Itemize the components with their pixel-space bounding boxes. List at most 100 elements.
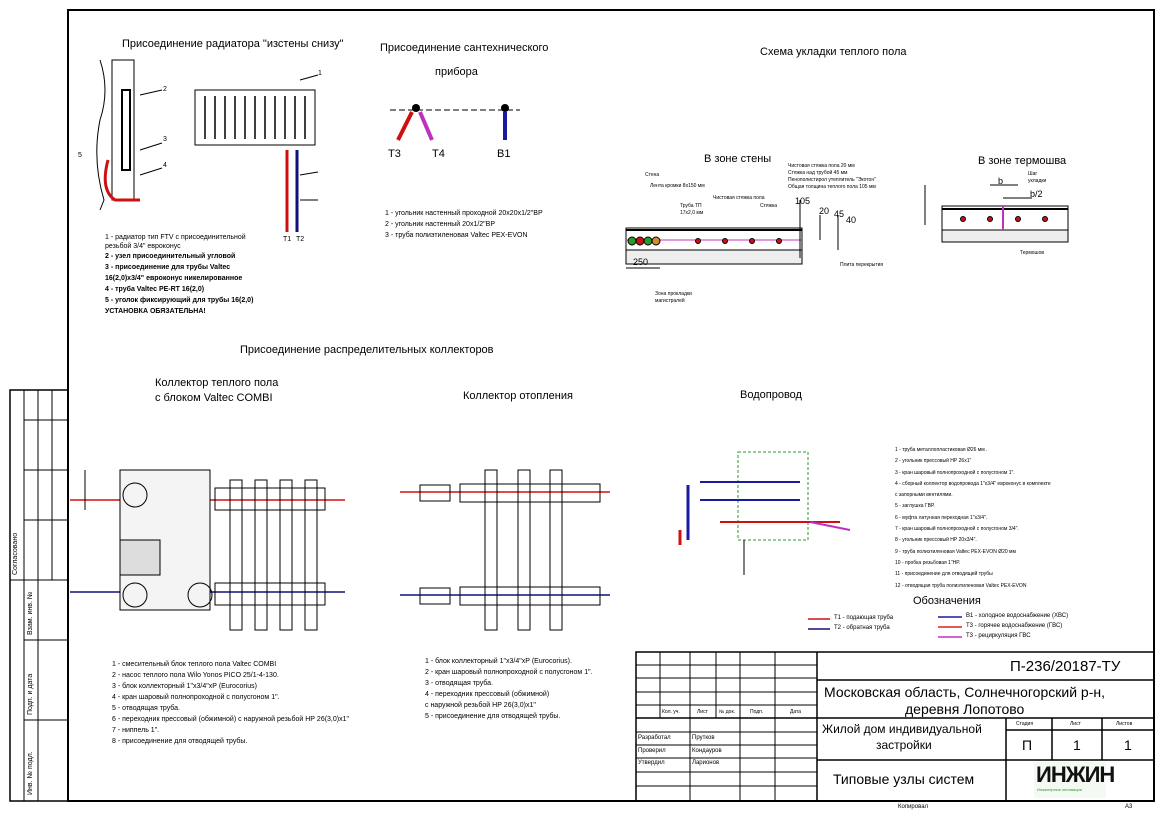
location-line1: Московская область, Солнечногорский р-н, (824, 684, 1105, 700)
object-line1: Жилой дом индивидуальной (822, 722, 982, 736)
spec-1: Чистовая стяжка пола 20 мм (788, 163, 855, 169)
wall-zone-title: В зоне стены (704, 153, 772, 165)
callout: 5 (78, 152, 82, 159)
label-slab: Плита перекрытия (840, 262, 884, 268)
side-stamp-field: Взам. инв. № (27, 591, 34, 635)
dim-250: 250 (633, 257, 649, 267)
header-col: Подп. (750, 709, 764, 715)
sheet-value: 1 (1073, 737, 1081, 753)
callout: 4 (163, 162, 167, 169)
spec-3: Пенополистирол утеплитель "Экотон" (788, 177, 876, 183)
header-col: № док. (719, 709, 736, 715)
callout: 3 (163, 136, 167, 143)
dim-40: 40 (846, 215, 857, 225)
legend-item-b1: В1 - холодное водоснабжение (ХВС) (966, 613, 1069, 619)
side-stamp-field: Подп. и дата (27, 673, 34, 715)
legend-title: Обозначения (913, 595, 981, 607)
heating-title: Коллектор отопления (463, 390, 573, 402)
label-step: Шаг (1028, 171, 1038, 177)
fixture-drawing (390, 104, 520, 141)
floor-section-joint (924, 184, 1069, 243)
label-b: b (998, 176, 1004, 186)
header-col: Кол. уч. (662, 709, 680, 715)
floor-title: Схема укладки теплого пола (760, 46, 907, 58)
company-logo: ИНЖИН Инженерные инновации (1034, 762, 1115, 798)
label-t3: Т3 (388, 148, 401, 160)
header-col: Лист (697, 709, 708, 715)
sheets-header: Листов (1116, 721, 1133, 727)
underfloor-notes: 1 - смесительный блок теплого пола Valte… (112, 661, 349, 745)
copied-label: Копировал (898, 804, 929, 810)
role-name: Ларионов (692, 760, 720, 766)
sheets-value: 1 (1124, 737, 1132, 753)
stage-header: Стадия (1016, 721, 1034, 727)
label-t4: Т4 (432, 148, 445, 160)
label-pipe-size: 17x2,0 мм (680, 210, 704, 216)
legend-item-t2: Т2 - обратная труба (834, 625, 890, 631)
doc-code: П-236/20187-ТУ (1010, 658, 1121, 675)
sheet-title: Типовые узлы систем (833, 771, 975, 787)
header-col: Дата (790, 709, 802, 715)
joint-zone-title: В зоне термошва (978, 155, 1067, 167)
stage-value: П (1022, 737, 1033, 753)
radiator-drawing (96, 59, 319, 232)
side-stamp-frame (9, 389, 69, 802)
callout: 2 (163, 86, 167, 93)
side-stamp-field: Инв. № подл. (27, 751, 34, 795)
logo-text: ИНЖИН (1036, 762, 1115, 787)
logo-subtitle: Инженерные инновации (1037, 787, 1083, 792)
dim-20: 20 (819, 206, 830, 216)
role-name: Прутков (692, 735, 715, 741)
dim-105: 105 (795, 196, 811, 206)
callout: 1 (318, 70, 322, 77)
object-line2: застройки (876, 738, 932, 752)
underfloor-title-line1: Коллектор теплого пола (155, 377, 279, 389)
legend-item-t1: Т1 - подающая труба (834, 615, 894, 621)
label-main-zone-2: магистралей (655, 298, 685, 304)
legend-lines (808, 616, 962, 638)
fixture-title-line2: прибора (435, 66, 478, 78)
water-title: Водопровод (740, 389, 802, 401)
water-collector-drawing (678, 451, 851, 575)
label-main-zone: Зона прокладки (655, 291, 692, 297)
label-screed: Стяжка (760, 203, 778, 209)
spec-2: Стяжка над трубой 45 мм (788, 170, 848, 176)
role: Утвердил (638, 760, 665, 766)
underfloor-title-line2: с блоком Valtec COMBI (155, 392, 273, 404)
format-label: А3 (1125, 804, 1133, 810)
label-edge-tape: Лента кромки 8x150 мм (650, 183, 705, 189)
water-notes: 1 - труба металлопластиковая Ø26 мм . 2 … (895, 447, 1051, 589)
title-block-rows (636, 652, 817, 801)
label-finish: Чистовая стяжка пола (713, 195, 765, 201)
dim-45: 45 (834, 209, 845, 219)
spec-4: Общая толщина теплого пола 105 мм (788, 184, 876, 190)
side-stamp-grid (10, 390, 68, 801)
side-stamp-agreed: Согласовано (12, 532, 19, 575)
fixture-title-line1: Присоединение сантехнического (380, 42, 549, 54)
floor-section-wall (625, 200, 839, 269)
label-pipe: Труба ТП (680, 203, 702, 209)
label-b2: b/2 (1030, 189, 1043, 199)
role: Разработал (638, 735, 671, 741)
role: Проверил (638, 748, 666, 754)
underfloor-collector-drawing (70, 469, 345, 631)
label-step-2: укладки (1028, 178, 1047, 184)
title-block-grid (635, 651, 1155, 802)
legend-item-t3-recirc: Т3 - рециркуляция ГВС (966, 633, 1031, 639)
heating-collector-drawing (400, 469, 610, 631)
legend-item-t3: Т3 - горячее водоснабжение (ГВС) (966, 623, 1063, 629)
label-joint: Термошов (1020, 250, 1045, 256)
collectors-title: Присоединение распределительных коллекто… (240, 344, 494, 356)
radiator-notes: 1 - радиатор тип FTV с присоединительной… (105, 234, 254, 315)
pipe-label-t2: Т2 (296, 236, 305, 243)
heating-notes: 1 - блок коллекторный 1"x3/4"xР (Eurocor… (425, 658, 593, 720)
role-name: Кондауров (692, 748, 722, 754)
fixture-notes: 1 - угольник настенный проходной 20x20x1… (385, 210, 543, 239)
pipe-label-t1: Т1 (283, 236, 292, 243)
sheet-header: Лист (1070, 721, 1081, 727)
label-b1: В1 (497, 148, 511, 160)
radiator-title: Присоединение радиатора "изстены снизу" (122, 38, 344, 50)
label-wall: Стена (645, 172, 660, 178)
location-line2: деревня Лопотово (905, 701, 1025, 717)
